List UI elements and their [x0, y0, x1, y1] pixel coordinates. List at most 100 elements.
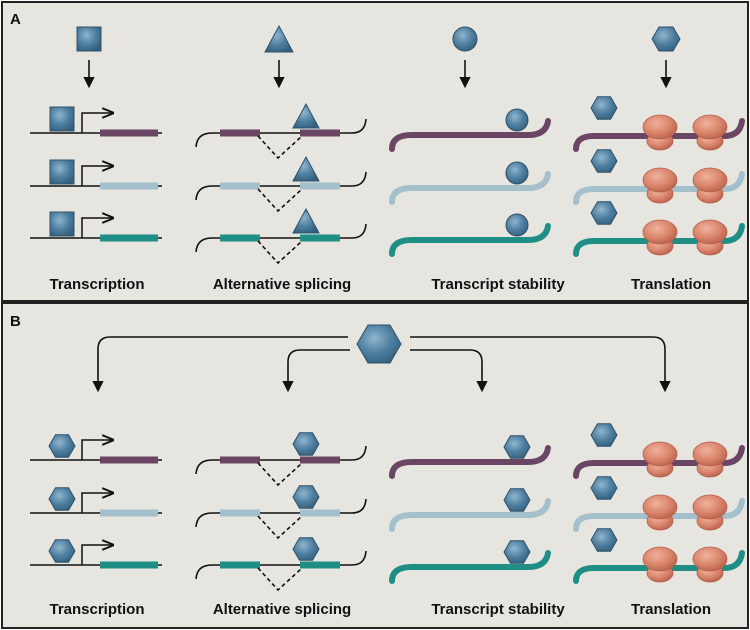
hexagon-factor-icon — [590, 476, 618, 500]
exon — [300, 182, 340, 190]
ribosome-large-subunit — [642, 167, 678, 193]
ribosome-large-subunit — [692, 441, 728, 467]
promoter-arrow — [81, 493, 113, 513]
splice-junction — [257, 462, 303, 487]
mrna-transcript — [389, 550, 551, 584]
mrna-transcript — [389, 171, 551, 205]
pre-mrna-strand — [195, 512, 222, 528]
square-factor-icon — [49, 106, 75, 132]
branch-arrow-splicing — [282, 349, 350, 393]
pre-mrna-strand — [195, 132, 222, 148]
hexagon-factor-icon — [356, 324, 402, 364]
mrna-transcript — [389, 223, 551, 257]
pre-mrna-strand — [340, 118, 367, 134]
promoter-arrow — [81, 113, 113, 133]
exon — [220, 182, 260, 190]
hexagon-factor-icon — [292, 432, 320, 456]
square-factor-icon — [49, 159, 75, 185]
circle-factor-icon — [505, 108, 529, 132]
gene-coding-region — [100, 456, 158, 464]
exon — [220, 456, 260, 464]
pre-mrna-strand — [195, 185, 222, 201]
gene-coding-region — [100, 234, 158, 242]
pre-mrna-strand — [340, 223, 367, 239]
hexagon-factor-icon — [48, 539, 76, 563]
hexagon-factor-icon — [590, 423, 618, 447]
ribosome-large-subunit — [642, 441, 678, 467]
pre-mrna-strand — [340, 171, 367, 187]
splice-junction — [257, 240, 303, 265]
triangle-factor-icon — [292, 102, 320, 129]
promoter-arrow — [81, 440, 113, 460]
splice-junction — [257, 188, 303, 213]
ribosome-icon — [692, 494, 728, 531]
hexagon-factor-icon — [503, 488, 531, 512]
panel-a-caption-translation: Translation — [631, 276, 711, 293]
square-factor-icon — [49, 211, 75, 237]
panel-a-background — [1, 1, 749, 302]
ribosome-large-subunit — [692, 219, 728, 245]
exon — [220, 234, 260, 242]
ribosome-large-subunit — [692, 167, 728, 193]
ribosome-icon — [642, 546, 678, 583]
branch-arrow-translation — [410, 336, 671, 393]
panel-a-caption-transcript-stability: Transcript stability — [431, 276, 565, 293]
triangle-factor-icon — [292, 155, 320, 182]
hexagon-factor-icon — [48, 487, 76, 511]
mrna-transcript — [389, 118, 551, 152]
ribosome-large-subunit — [642, 219, 678, 245]
panel-b-shared-factor — [92, 324, 671, 393]
ribosome-large-subunit — [642, 546, 678, 572]
panel-a-letter: A — [10, 11, 21, 28]
ribosome-large-subunit — [692, 494, 728, 520]
pre-mrna-strand — [195, 459, 222, 475]
ribosome-icon — [642, 441, 678, 478]
ribosome-icon — [692, 114, 728, 151]
hexagon-factor-icon — [292, 537, 320, 561]
ribosome-large-subunit — [642, 494, 678, 520]
triangle-factor-icon — [264, 24, 294, 53]
promoter-arrow — [81, 166, 113, 186]
triangle-factor-icon — [292, 207, 320, 234]
gene-coding-region — [100, 182, 158, 190]
ribosome-icon — [692, 546, 728, 583]
hexagon-factor-icon — [590, 528, 618, 552]
splice-junction — [257, 515, 303, 540]
square-factor-icon — [76, 26, 102, 52]
exon — [300, 509, 340, 517]
gene-coding-region — [100, 129, 158, 137]
ribosome-icon — [642, 219, 678, 256]
ribosome-icon — [642, 167, 678, 204]
hexagon-factor-icon — [590, 96, 618, 120]
circle-factor-icon — [452, 26, 478, 52]
exon — [300, 561, 340, 569]
hexagon-factor-icon — [590, 201, 618, 225]
mrna-transcript — [389, 445, 551, 479]
hexagon-factor-icon — [503, 435, 531, 459]
pre-mrna-strand — [340, 445, 367, 461]
pre-mrna-strand — [340, 498, 367, 514]
ribosome-icon — [692, 441, 728, 478]
pre-mrna-strand — [195, 237, 222, 253]
panel-a-caption-alternative-splicing: Alternative splicing — [213, 276, 351, 293]
mrna-transcript — [389, 498, 551, 532]
pre-mrna-strand — [195, 564, 222, 580]
hexagon-factor-icon — [590, 149, 618, 173]
gene-coding-region — [100, 561, 158, 569]
pre-mrna-strand — [340, 550, 367, 566]
panel-b-caption-transcription: Transcription — [49, 601, 144, 618]
hexagon-factor-icon — [48, 434, 76, 458]
circle-factor-icon — [505, 161, 529, 185]
hexagon-factor-icon — [503, 540, 531, 564]
ribosome-large-subunit — [692, 546, 728, 572]
panel-b-caption-alternative-splicing: Alternative splicing — [213, 601, 351, 618]
ribosome-large-subunit — [642, 114, 678, 140]
ribosome-icon — [692, 167, 728, 204]
gene-coding-region — [100, 509, 158, 517]
circle-factor-icon — [505, 213, 529, 237]
promoter-arrow — [81, 545, 113, 565]
exon — [220, 561, 260, 569]
splice-junction — [257, 135, 303, 160]
exon — [300, 234, 340, 242]
